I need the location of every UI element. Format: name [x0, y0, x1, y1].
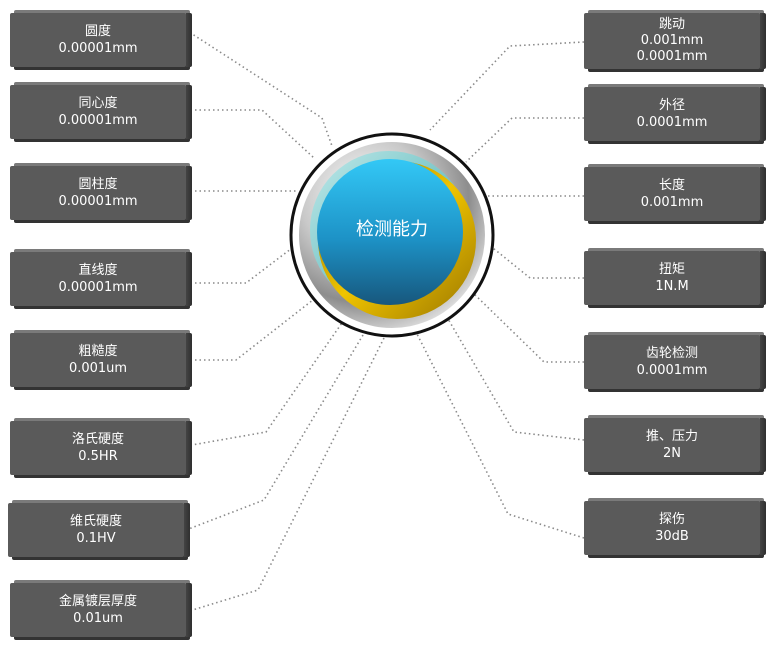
- metric-box-concentricity: 同心度 0.00001mm: [10, 85, 192, 139]
- connector-line-vickers: [185, 329, 367, 531]
- connector-line-gear: [469, 289, 584, 363]
- metric-title: 推、压力: [645, 429, 698, 444]
- metric-value-secondary: 0.0001mm: [636, 49, 708, 64]
- metric-box-vickers-hardness: 维氏硬度 0.1HV: [8, 503, 190, 557]
- metric-title: 金属镀层厚度: [58, 594, 137, 609]
- metric-title: 跳动: [658, 17, 685, 32]
- hub-blue-core: [317, 159, 463, 305]
- metric-value: 1N.M: [655, 279, 689, 294]
- metric-box-outer-diameter: 外径 0.0001mm: [584, 87, 766, 141]
- metric-value: 0.001mm: [640, 33, 704, 48]
- connector-line-plating: [185, 333, 387, 613]
- metric-box-runout: 跳动 0.001mm 0.0001mm: [584, 13, 766, 69]
- connector-line-roughness: [186, 295, 319, 361]
- connector-line-rockwell: [185, 319, 345, 447]
- metric-title: 维氏硬度: [69, 514, 122, 529]
- metric-value: 0.00001mm: [58, 41, 138, 56]
- connector-line-torque: [487, 243, 584, 279]
- metric-value: 0.00001mm: [58, 194, 138, 209]
- metric-title: 探伤: [658, 512, 685, 527]
- metric-box-rockwell-hardness: 洛氏硬度 0.5HR: [10, 421, 192, 475]
- metric-value: 0.01um: [73, 611, 123, 626]
- metric-box-flaw-detection: 探伤 30dB: [584, 501, 766, 555]
- central-hub: [289, 132, 495, 338]
- metric-value: 2N: [663, 446, 681, 461]
- metric-value: 0.001mm: [640, 195, 704, 210]
- metric-value: 0.001um: [68, 361, 128, 376]
- metric-box-plating-thickness: 金属镀层厚度 0.01um: [10, 583, 192, 637]
- connector-line-roundness: [185, 29, 333, 147]
- connector-line-flaw: [413, 327, 585, 539]
- metric-box-length: 长度 0.001mm: [584, 167, 766, 221]
- connector-line-force: [443, 311, 585, 441]
- metric-title: 齿轮检测: [645, 346, 698, 361]
- metric-title: 粗糙度: [78, 344, 118, 359]
- metric-value: 0.1HV: [76, 531, 116, 546]
- metric-box-gear-inspection: 齿轮检测 0.0001mm: [584, 335, 766, 389]
- metric-value: 0.00001mm: [58, 280, 138, 295]
- metric-box-roughness: 粗糙度 0.001um: [10, 333, 192, 387]
- metric-value: 30dB: [655, 529, 689, 544]
- metric-box-cylindricity: 圆柱度 0.00001mm: [10, 166, 192, 220]
- metric-box-straightness: 直线度 0.00001mm: [10, 252, 192, 306]
- metric-value: 0.0001mm: [636, 115, 708, 130]
- metric-title: 同心度: [78, 96, 118, 111]
- connector-line-straightness: [186, 241, 301, 284]
- metric-value: 0.0001mm: [636, 363, 708, 378]
- metric-title: 直线度: [78, 263, 118, 278]
- metric-value: 0.00001mm: [58, 113, 138, 128]
- metric-box-torque: 扭矩 1N.M: [584, 251, 766, 305]
- metric-title: 外径: [658, 98, 685, 113]
- connector-line-runout: [429, 41, 585, 131]
- metric-title: 圆柱度: [78, 177, 118, 192]
- metric-title: 扭矩: [658, 262, 685, 277]
- metric-box-roundness: 圆度 0.00001mm: [10, 13, 192, 67]
- metric-value: 0.5HR: [78, 449, 118, 464]
- center-label: 检测能力: [356, 219, 428, 240]
- metric-box-push-pressure: 推、压力 2N: [584, 418, 766, 472]
- metric-title: 圆度: [84, 24, 111, 39]
- metric-title: 洛氏硬度: [71, 432, 124, 447]
- metric-title: 长度: [658, 178, 685, 193]
- connector-line-diameter: [465, 117, 584, 163]
